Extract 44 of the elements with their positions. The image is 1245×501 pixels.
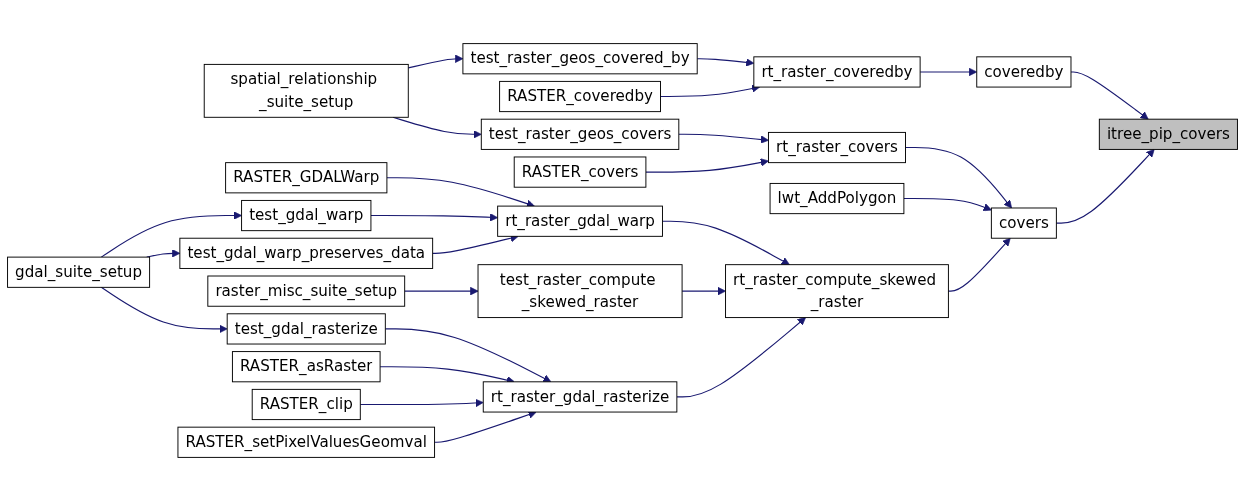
node-box: covers: [990, 207, 1057, 239]
arrow: [903, 197, 992, 212]
node-box: raster_misc_suite_setup: [207, 275, 406, 307]
arrow: [661, 220, 790, 266]
arrow: [919, 67, 978, 77]
arrow: [1055, 149, 1155, 224]
node-box: rt_raster_gdal_rasterize: [482, 381, 678, 413]
node-box: test_gdal_warp_preserves_data: [179, 237, 434, 269]
node-box: rt_raster_compute_skewed _raster: [725, 264, 949, 319]
node-box: gdal_suite_setup: [7, 256, 151, 288]
node-box: RASTER_setPixelValuesGeomval: [177, 426, 436, 458]
arrow: [100, 286, 228, 334]
node-box: rt_raster_coveredby: [753, 56, 921, 88]
node-box: itree_pip_covers: [1098, 118, 1238, 150]
arrow: [696, 58, 755, 67]
arrow: [370, 213, 499, 222]
arrow: [100, 211, 242, 258]
node-box: RASTER_GDALWarp: [225, 162, 388, 194]
node-box: test_raster_geos_covers: [480, 118, 680, 150]
arrow: [678, 133, 769, 144]
node-box: RASTER_clip: [251, 388, 361, 421]
node-box: test_gdal_rasterize: [226, 313, 386, 345]
node-box: coveredby: [976, 56, 1072, 88]
node-box: RASTER_coveredby: [499, 80, 661, 113]
node-box: RASTER_covers: [513, 156, 647, 188]
node-box: test_raster_compute _skewed_raster: [477, 264, 683, 319]
arrow: [359, 398, 484, 408]
node-box: rt_raster_gdal_warp: [497, 205, 663, 237]
arrow: [404, 286, 479, 296]
node-box: test_gdal_warp: [241, 199, 372, 232]
node-box: test_raster_geos_covered_by: [462, 43, 698, 75]
node-box: lwt_AddPolygon: [769, 182, 905, 215]
node-box: spatial_relationship _suite_setup: [203, 63, 409, 118]
arrow: [904, 146, 1012, 209]
arrow: [407, 54, 464, 69]
arrow: [645, 158, 769, 173]
arrow: [386, 177, 535, 208]
node-box: rt_raster_covers: [768, 131, 906, 164]
arrow: [676, 317, 806, 398]
node-box: RASTER_asRaster: [231, 351, 381, 383]
arrow: [681, 286, 726, 296]
arrow: [947, 237, 1011, 292]
arrow: [384, 328, 552, 383]
arrow: [1070, 71, 1149, 120]
